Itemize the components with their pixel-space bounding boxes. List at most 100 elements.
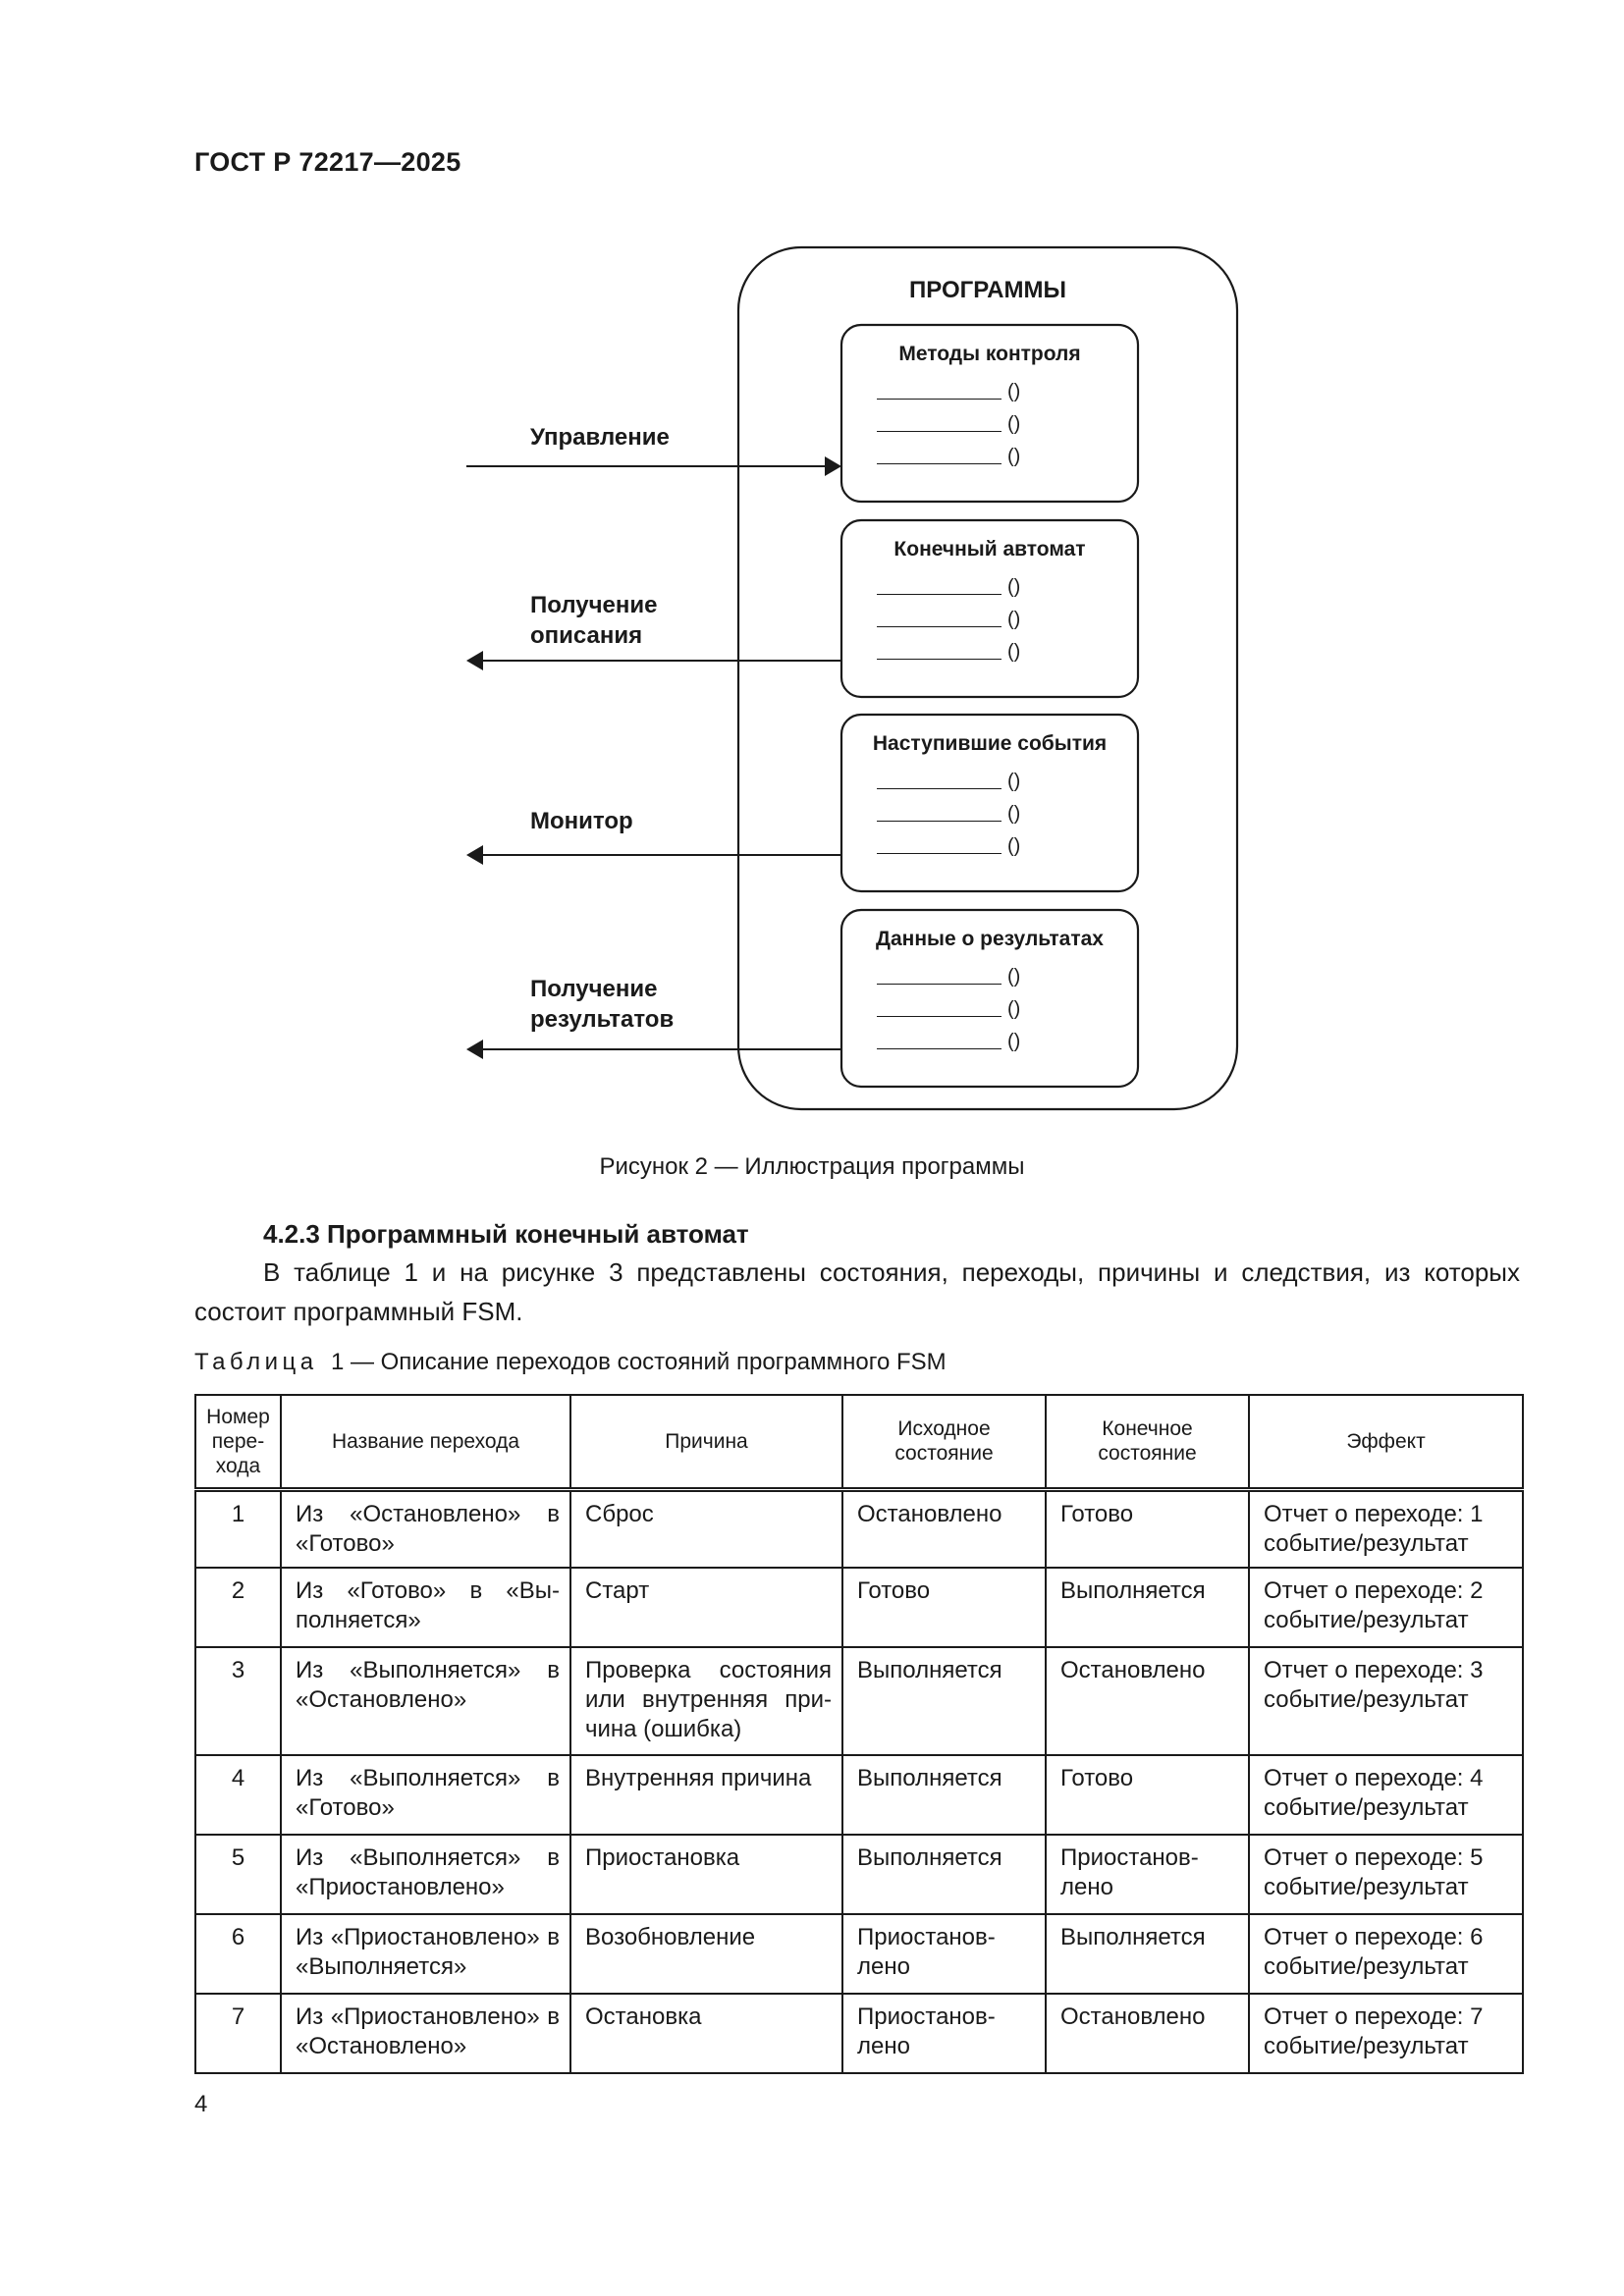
- cell-initial-state: Готово: [841, 1567, 1047, 1648]
- cell-name: Из «Выполняется» в «Приостановлено»: [280, 1834, 571, 1915]
- table-row: 2 Из «Готово» в «Вы-полняется» Старт Гот…: [194, 1567, 1524, 1648]
- cell-reason: Внутренняя причина: [569, 1754, 843, 1836]
- arrow-head-monitor: [466, 845, 483, 865]
- cell-effect: Отчет о переходе: 3 событие/результат: [1248, 1646, 1524, 1756]
- box-outline-0: [839, 323, 1140, 504]
- cell-final-state: Остановлено: [1045, 1993, 1250, 2074]
- cell-initial-state: Остановлено: [841, 1488, 1047, 1569]
- box-title: Наступившие события: [872, 732, 1108, 755]
- cell-effect: Отчет о переходе: 7 событие/результат: [1248, 1993, 1524, 2074]
- control-methods-box: Методы контроля () () (): [841, 325, 1138, 502]
- box-outline-1: [839, 518, 1140, 699]
- results-data-box: Данные о результатах () () (): [841, 910, 1138, 1087]
- method-item: (): [877, 834, 1020, 858]
- cell-reason: Старт: [569, 1567, 843, 1648]
- method-item: (): [877, 640, 1020, 664]
- table-row: 1 Из «Остановлено» в «Готово» Сброс Оста…: [194, 1488, 1524, 1569]
- cell-reason: Сброс: [569, 1488, 843, 1569]
- method-item: (): [877, 997, 1020, 1021]
- port-label-description: Получение описания: [530, 592, 658, 649]
- cell-number: 4: [194, 1754, 282, 1836]
- header-final-state: Конечное состояние: [1045, 1394, 1250, 1492]
- transitions-table: Номер пере- хода Название перехода Причи…: [194, 1394, 1524, 2074]
- cell-final-state: Приостанов-лено: [1045, 1834, 1250, 1915]
- table-row: 5 Из «Выполняется» в «Приостановлено» Пр…: [194, 1834, 1524, 1915]
- table-row: 7 Из «Приостановлено» в «Остановлено» Ос…: [194, 1993, 1524, 2074]
- programs-container: [736, 245, 1239, 1111]
- cell-effect: Отчет о переходе: 6 событие/результат: [1248, 1913, 1524, 1995]
- figure-lines: [466, 245, 1239, 1111]
- figure-caption: Рисунок 2 — Иллюстрация программы: [599, 1153, 1025, 1180]
- port-label-results: Получение результатов: [530, 976, 675, 1033]
- table-row: 6 Из «Приостановлено» в «Выполняется» Во…: [194, 1913, 1524, 1995]
- cell-final-state: Выполняется: [1045, 1567, 1250, 1648]
- method-item: (): [877, 575, 1020, 599]
- cell-effect: Отчет о переходе: 1 событие/результат: [1248, 1488, 1524, 1569]
- cell-number: 5: [194, 1834, 282, 1915]
- method-item: (): [877, 380, 1020, 403]
- events-box: Наступившие события () () (): [841, 715, 1138, 891]
- header-initial-state: Исходное состояние: [841, 1394, 1047, 1492]
- method-item: (): [877, 412, 1020, 436]
- method-item: (): [877, 965, 1020, 988]
- table-row: 3 Из «Выполняется» в «Остановлено» Прове…: [194, 1646, 1524, 1756]
- box-title: Конечный автомат: [893, 538, 1086, 561]
- cell-name: Из «Готово» в «Вы-полняется»: [280, 1567, 571, 1648]
- cell-initial-state: Выполняется: [841, 1754, 1047, 1836]
- cell-number: 6: [194, 1913, 282, 1995]
- finite-automaton-box: Конечный автомат () () (): [841, 520, 1138, 697]
- cell-number: 3: [194, 1646, 282, 1756]
- program-figure: ПРОГРАММЫ Методы контроля () () () Конеч…: [0, 0, 1624, 1180]
- cell-effect: Отчет о переходе: 4 событие/результат: [1248, 1754, 1524, 1836]
- cell-name: Из «Остановлено» в «Готово»: [280, 1488, 571, 1569]
- cell-final-state: Готово: [1045, 1754, 1250, 1836]
- method-item: (): [877, 608, 1020, 631]
- cell-initial-state: Выполняется: [841, 1834, 1047, 1915]
- port-label-monitor: Монитор: [530, 808, 633, 834]
- header-effect: Эффект: [1248, 1394, 1524, 1492]
- box-title: Методы контроля: [898, 343, 1081, 365]
- cell-number: 1: [194, 1488, 282, 1569]
- cell-reason: Проверка состояния или внутренняя при-чи…: [569, 1646, 843, 1756]
- section-heading: 4.2.3 Программный конечный автомат: [263, 1219, 749, 1249]
- arrow-head-results: [466, 1040, 483, 1059]
- header-number: Номер пере- хода: [194, 1394, 282, 1492]
- cell-name: Из «Приостановлено» в «Остановлено»: [280, 1993, 571, 2074]
- cell-reason: Приостановка: [569, 1834, 843, 1915]
- cell-name: Из «Выполняется» в «Остановлено»: [280, 1646, 571, 1756]
- cell-number: 7: [194, 1993, 282, 2074]
- document-code: ГОСТ Р 72217—2025: [194, 147, 461, 177]
- cell-effect: Отчет о переходе: 2 событие/результат: [1248, 1567, 1524, 1648]
- table-caption: Таблица 1 — Описание переходов состояний…: [194, 1349, 947, 1376]
- arrow-head-description: [466, 651, 483, 670]
- cell-initial-state: Приостанов-лено: [841, 1913, 1047, 1995]
- table-caption-text: 1 — Описание переходов состояний програм…: [330, 1349, 947, 1375]
- box-outline-2: [839, 713, 1140, 893]
- cell-initial-state: Выполняется: [841, 1646, 1047, 1756]
- method-item: (): [877, 770, 1020, 793]
- table-header-row: Номер пере- хода Название перехода Причи…: [194, 1394, 1524, 1492]
- page-number: 4: [194, 2091, 208, 2117]
- cell-final-state: Остановлено: [1045, 1646, 1250, 1756]
- table-caption-word: Таблица: [194, 1349, 318, 1375]
- cell-name: Из «Выполняется» в «Готово»: [280, 1754, 571, 1836]
- cell-final-state: Готово: [1045, 1488, 1250, 1569]
- method-item: (): [877, 1030, 1020, 1053]
- cell-final-state: Выполняется: [1045, 1913, 1250, 1995]
- method-item: (): [877, 445, 1020, 468]
- cell-name: Из «Приостановлено» в «Выполняется»: [280, 1913, 571, 1995]
- table-row: 4 Из «Выполняется» в «Готово» Внутренняя…: [194, 1754, 1524, 1836]
- programs-title: ПРОГРАММЫ: [909, 277, 1066, 303]
- arrow-head-control: [825, 456, 841, 476]
- cell-reason: Возобновление: [569, 1913, 843, 1995]
- port-label-control: Управление: [530, 424, 670, 451]
- header-reason: Причина: [569, 1394, 843, 1492]
- section-paragraph: В таблице 1 и на рисунке 3 представлены …: [194, 1257, 1520, 1326]
- method-item: (): [877, 802, 1020, 826]
- cell-effect: Отчет о переходе: 5 событие/результат: [1248, 1834, 1524, 1915]
- cell-number: 2: [194, 1567, 282, 1648]
- box-title: Данные о результатах: [876, 928, 1104, 950]
- cell-initial-state: Приостанов-лено: [841, 1993, 1047, 2074]
- cell-reason: Остановка: [569, 1993, 843, 2074]
- header-name: Название перехода: [280, 1394, 571, 1492]
